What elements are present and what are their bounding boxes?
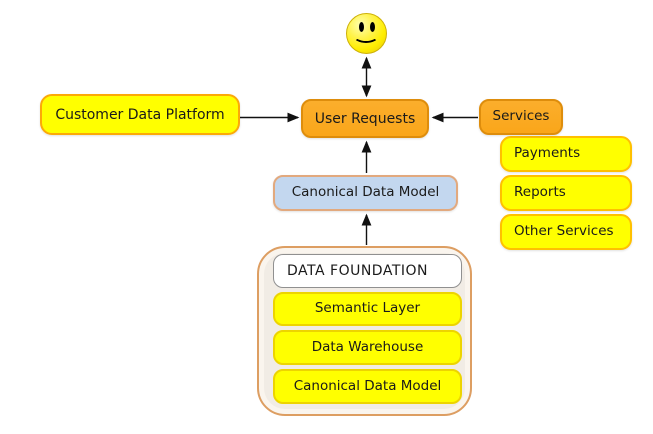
semantic-layer-node: Semantic Layer xyxy=(273,292,462,326)
data-foundation-title: DATA FOUNDATION xyxy=(273,254,462,288)
data-warehouse-node: Data Warehouse xyxy=(273,330,462,365)
smiley-left-eye-icon xyxy=(359,22,364,32)
other-services-node: Other Services xyxy=(500,214,632,250)
canonical-data-model-node: Canonical Data Model xyxy=(273,175,458,211)
services-node: Services xyxy=(479,99,563,135)
smiley-right-eye-icon xyxy=(370,22,375,32)
user-requests-node: User Requests xyxy=(301,99,429,138)
smiley-mouth-icon xyxy=(353,28,379,43)
smiley-face-icon xyxy=(346,13,387,54)
customer-data-platform-node: Customer Data Platform xyxy=(40,94,240,135)
reports-node: Reports xyxy=(500,175,632,211)
canonical-data-model-layer-node: Canonical Data Model xyxy=(273,369,462,404)
payments-node: Payments xyxy=(500,136,632,172)
